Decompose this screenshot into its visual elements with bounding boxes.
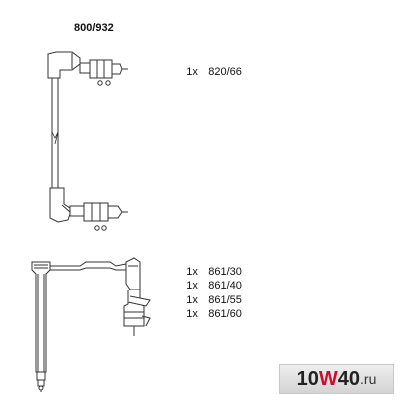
watermark-middle: 40 (337, 367, 361, 390)
part-code: 861/30 (208, 266, 242, 278)
part-qty: 1x (186, 266, 198, 278)
part-code: 820/66 (208, 66, 242, 78)
part-row: 1x 861/30 (174, 254, 242, 290)
part-code: 861/55 (208, 294, 242, 306)
part-row: 1x 861/60 (174, 296, 242, 332)
part-qty: 1x (186, 308, 198, 320)
watermark-prefix: 10 (296, 367, 319, 390)
part-row: 1x 861/40 (174, 268, 242, 304)
part-row: 1x 820/66 (174, 54, 242, 90)
watermark-accent: W (318, 367, 338, 390)
ignition-lead-drawing-top (47, 51, 128, 231)
part-code: 861/60 (208, 308, 242, 320)
ignition-lead-drawing-bottom (31, 257, 151, 392)
part-code: 861/40 (208, 280, 242, 292)
part-qty: 1x (186, 66, 198, 78)
kit-number: 800/932 (74, 22, 114, 34)
watermark-suffix: .ru (360, 371, 377, 387)
part-row: 1x 861/55 (174, 282, 242, 318)
part-qty: 1x (186, 294, 198, 306)
part-qty: 1x (186, 280, 198, 292)
